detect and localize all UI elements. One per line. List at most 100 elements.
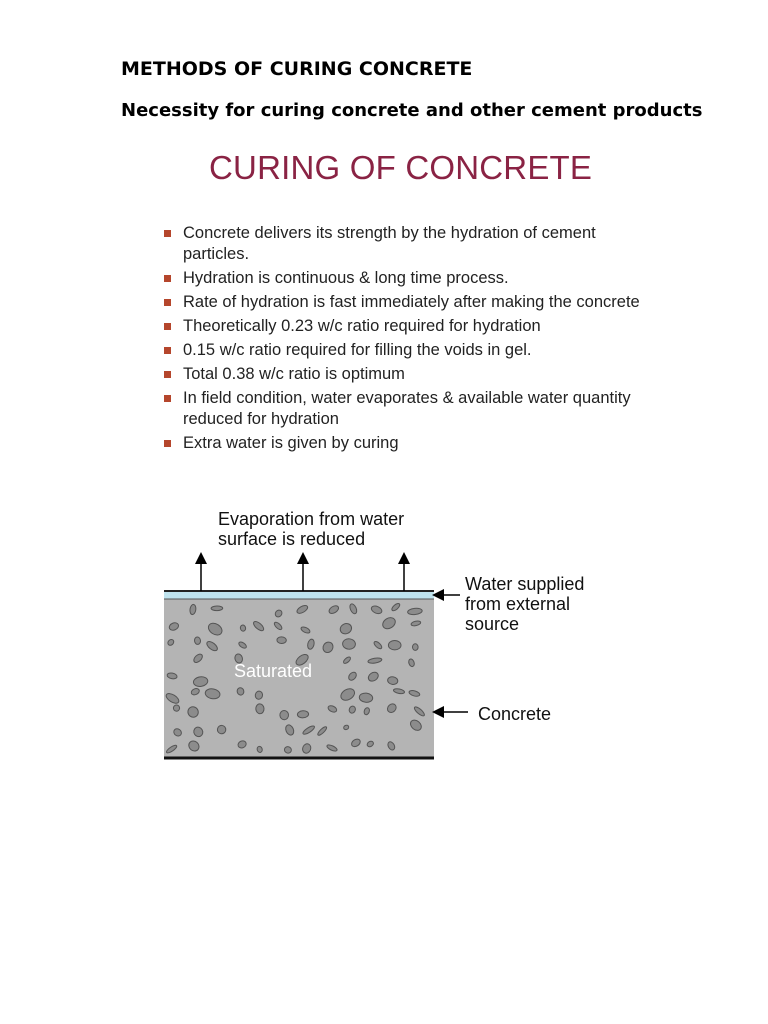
aggregate-stone — [322, 641, 334, 654]
aggregate-stone — [343, 724, 350, 731]
aggregate-stone — [295, 653, 309, 666]
square-bullet-icon — [164, 230, 171, 237]
aggregate-stone — [392, 688, 406, 695]
aggregate-stone — [166, 672, 178, 680]
water-supply-label: Water supplied from external source — [465, 574, 584, 634]
bullet-item: Total 0.38 w/c ratio is optimum — [164, 364, 644, 385]
aggregate-stone — [342, 638, 356, 650]
aggregate-stone — [173, 728, 182, 737]
aggregate-stone — [190, 688, 200, 696]
aggregate-stone — [237, 740, 247, 749]
aggregate-stone — [165, 744, 178, 754]
aggregate-stone — [302, 725, 315, 735]
aggregate-stone — [207, 622, 223, 636]
bullet-item: In field condition, water evaporates & a… — [164, 388, 644, 430]
square-bullet-icon — [164, 371, 171, 378]
curing-diagram: Evaporation from water surface is reduce… — [150, 500, 620, 770]
water-label-line: Water supplied — [465, 574, 585, 594]
aggregate-stone — [307, 638, 315, 650]
aggregate-stone — [193, 636, 202, 645]
aggregate-stone — [300, 626, 311, 634]
aggregate-stone — [167, 638, 175, 646]
aggregate-stone — [370, 605, 383, 615]
aggregate-stone — [367, 657, 383, 664]
aggregate-stone — [363, 707, 370, 716]
aggregate-stone — [238, 641, 247, 649]
aggregate-stone — [326, 744, 338, 752]
aggregate-stone — [234, 653, 243, 664]
aggregate-stone — [387, 640, 402, 651]
aggregate-stone — [408, 658, 415, 668]
bullet-item: Extra water is given by curing — [164, 433, 644, 454]
aggregate-stone — [189, 603, 197, 616]
square-bullet-icon — [164, 440, 171, 447]
aggregate-stone — [239, 624, 247, 632]
aggregate-stone — [387, 676, 399, 685]
concrete-label: Concrete — [478, 704, 552, 724]
concrete-cross-section-drawing — [164, 552, 468, 760]
aggregate-stone — [410, 719, 422, 731]
aggregate-stone — [348, 671, 357, 681]
aggregate-stone — [165, 693, 180, 704]
bullet-text: In field condition, water evaporates & a… — [183, 389, 631, 428]
square-bullet-icon — [164, 299, 171, 306]
aggregate-stone — [391, 603, 401, 612]
bullet-item: Rate of hydration is fast immediately af… — [164, 292, 644, 313]
aggregate-stone — [343, 656, 351, 664]
aggregate-stone — [276, 636, 287, 645]
aggregate-stone — [358, 692, 374, 703]
bullet-item: Hydration is continuous & long time proc… — [164, 268, 644, 289]
aggregate-stone — [236, 687, 245, 696]
bullet-text: Extra water is given by curing — [183, 434, 399, 452]
aggregate-stone — [255, 703, 265, 715]
aggregate-stone — [349, 603, 358, 615]
aggregate-stone — [210, 605, 224, 612]
evaporation-label-line: surface is reduced — [218, 529, 366, 549]
aggregate-stone — [256, 745, 263, 753]
aggregate-stone — [296, 604, 309, 614]
aggregate-stone — [193, 653, 203, 663]
aggregate-stone — [279, 710, 290, 721]
aggregate-stone — [351, 738, 361, 748]
water-layer — [164, 591, 434, 599]
aggregate-stone — [188, 740, 200, 752]
bullet-text: Total 0.38 w/c ratio is optimum — [183, 365, 405, 383]
aggregate-stone — [302, 743, 312, 754]
curing-slide-image: CURING OF CONCRETE Concrete delivers its… — [146, 135, 646, 495]
aggregate-stone — [386, 703, 397, 714]
aggregate-stone — [274, 609, 283, 618]
aggregate-stone — [387, 741, 396, 751]
aggregate-stone — [253, 620, 265, 632]
aggregate-stone — [411, 643, 419, 651]
aggregate-stone — [168, 622, 180, 631]
aggregate-stone — [296, 710, 310, 719]
bullet-text: Theoretically 0.23 w/c ratio required fo… — [183, 317, 541, 335]
saturated-label: Saturated — [234, 661, 313, 681]
bullet-item: Theoretically 0.23 w/c ratio required fo… — [164, 316, 644, 337]
evaporation-label-line: Evaporation from water — [218, 509, 405, 529]
bullet-item: 0.15 w/c ratio required for filling the … — [164, 340, 644, 361]
aggregate-stone — [407, 607, 423, 616]
bullet-text: Concrete delivers its strength by the hy… — [183, 224, 596, 263]
aggregate-stone — [339, 623, 353, 635]
document-title: METHODS OF CURING CONCRETE — [121, 58, 473, 80]
aggregate-stone — [216, 724, 227, 735]
square-bullet-icon — [164, 323, 171, 330]
slide-title: CURING OF CONCRETE — [209, 149, 593, 186]
aggregate-stone — [348, 705, 356, 714]
bullet-text: Hydration is continuous & long time proc… — [183, 269, 509, 287]
aggregate-stone — [187, 706, 199, 718]
aggregate-stone — [285, 724, 295, 736]
aggregate-stone — [367, 671, 379, 682]
aggregate-stone — [273, 621, 283, 631]
aggregate-stone — [373, 641, 383, 650]
bullet-text: 0.15 w/c ratio required for filling the … — [183, 341, 532, 359]
aggregate-stone — [283, 746, 292, 754]
document-subtitle: Necessity for curing concrete and other … — [121, 100, 703, 121]
aggregate-stone — [204, 688, 221, 700]
bullet-item: Concrete delivers its strength by the hy… — [164, 223, 644, 265]
bullet-text: Rate of hydration is fast immediately af… — [183, 293, 640, 311]
aggregate-stone — [328, 605, 340, 614]
aggregate-stone — [413, 706, 425, 717]
aggregate-stone — [206, 641, 218, 652]
